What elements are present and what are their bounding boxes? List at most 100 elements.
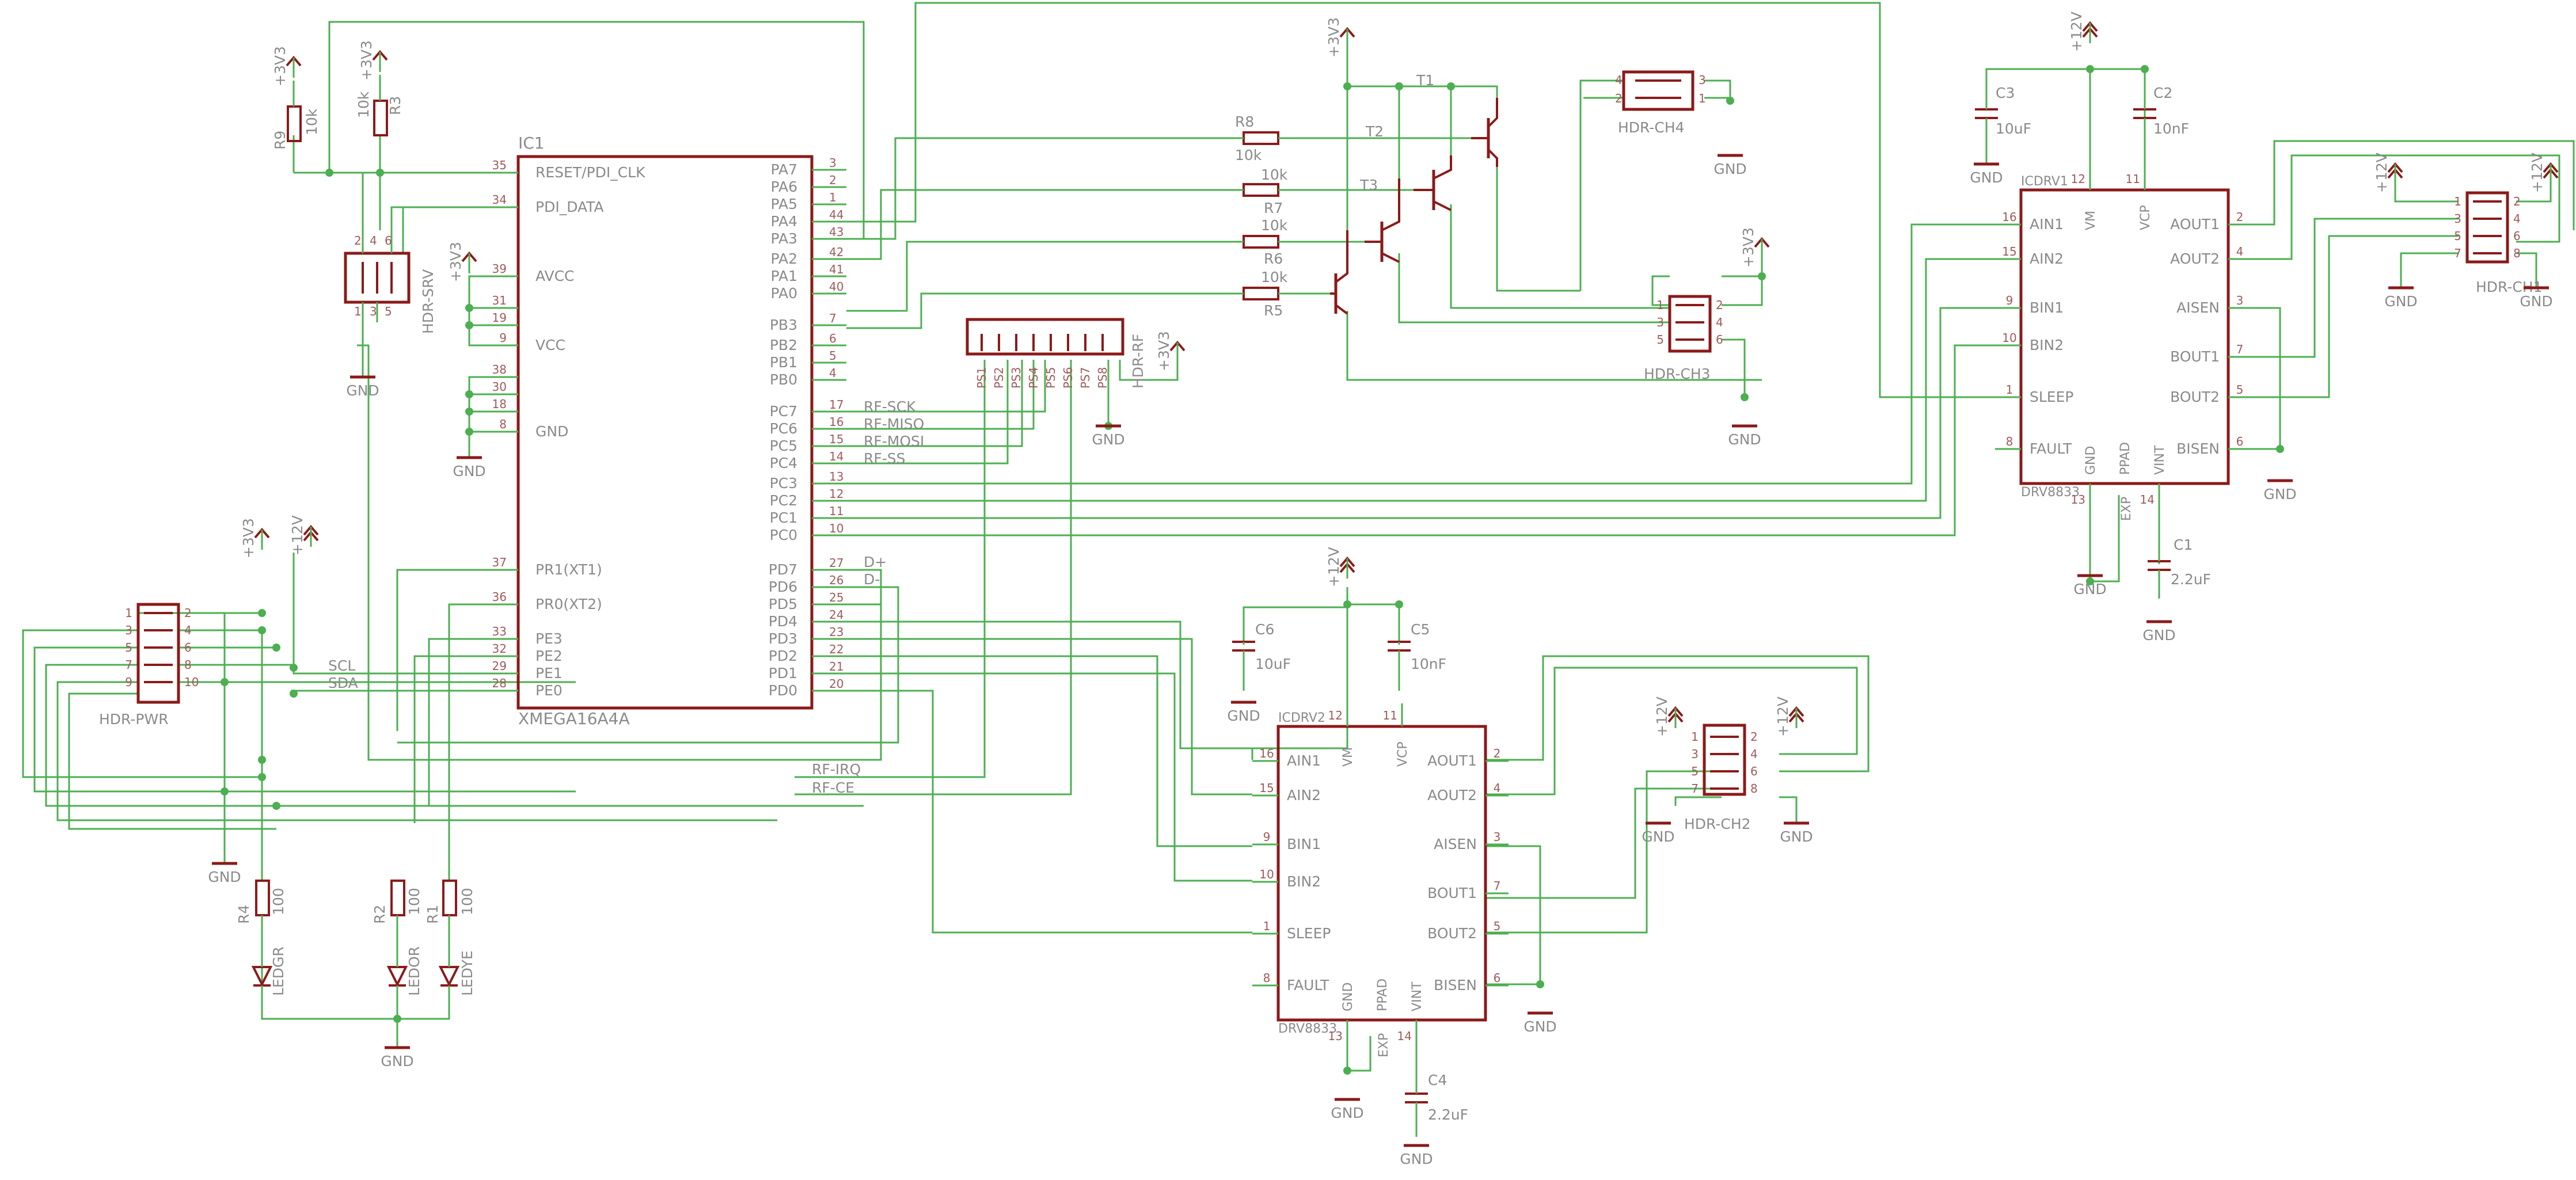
vcc-label: +12V	[2068, 12, 2085, 52]
drv-pin-name: BIN1	[1287, 836, 1321, 852]
vcc-label: +12V	[2529, 153, 2545, 193]
rf-pin-name: PS5	[1044, 367, 1058, 389]
gnd-label: GND	[1227, 707, 1260, 724]
hdr-pin-num: 6	[2513, 229, 2521, 243]
transistor-t2: T2	[1365, 123, 1452, 211]
r2-value: 100	[406, 888, 423, 915]
hdr-pin-num: 9	[125, 675, 132, 689]
drv-exp-label: EXP	[2119, 497, 2134, 521]
ic1-pin-name: PD4	[769, 613, 797, 630]
drv-pin-num: 14	[2140, 493, 2155, 507]
svg-text:4: 4	[370, 234, 377, 248]
vcc-label: +12V	[1325, 547, 1342, 587]
ic1-pin-num: 21	[829, 660, 844, 673]
gnd-label: GND	[208, 869, 241, 885]
vcc-label: +12V	[1775, 696, 1791, 737]
ic1-pin-num: 14	[829, 450, 844, 463]
ic1-pin-name: PC7	[770, 403, 797, 420]
hdr-pin-num: 3	[1656, 315, 1664, 329]
drv-pin-num: 1	[2006, 383, 2013, 397]
ic1-part: XMEGA16A4A	[518, 709, 630, 728]
ic1-pin-name: PA3	[771, 230, 797, 247]
ic1-pin-num: 13	[829, 470, 844, 484]
svg-text:5: 5	[385, 304, 392, 318]
drv1-part: DRV8833	[2021, 485, 2080, 500]
gnd-label: GND	[346, 382, 379, 399]
ic1-pin-num: 1	[829, 191, 837, 204]
ic1-pin-num: 15	[829, 432, 844, 446]
drv2-part: DRV8833	[1278, 1022, 1337, 1036]
drv-pin-name: VM	[1341, 747, 1355, 767]
drv-pin-num: 11	[1383, 709, 1397, 722]
hdr-pin-num: 2	[1750, 730, 1758, 744]
hdr-ch3-label: HDR-CH3	[1644, 366, 1711, 382]
ic1-pin-num: 17	[829, 398, 844, 412]
drv-pin-name: VM	[2084, 211, 2098, 230]
resistors: R9 10k 10k R3 R8 10k 10k R7 10k R6 10k R…	[235, 75, 1288, 947]
net-scl: SCL	[328, 657, 355, 674]
drv-pin-num: 11	[2126, 172, 2140, 186]
hdr-pin-num: 7	[2454, 246, 2461, 260]
r6-value: 10k	[1261, 217, 1288, 234]
ic1-pin-num: 7	[829, 311, 837, 325]
net-d-minus: D-	[864, 571, 880, 588]
drv-pin-num: 10	[2002, 331, 2016, 345]
ic1-pin-name: PE3	[535, 630, 563, 647]
drv-pin-num: 2	[2236, 210, 2244, 224]
ic1-pin-name: PA2	[771, 250, 797, 267]
gnd-label: GND	[381, 1053, 413, 1069]
drv-pin-name: BOUT1	[2170, 348, 2220, 365]
ic1-pin-name: PB0	[770, 371, 797, 388]
drv-pin-name: AIN2	[2030, 250, 2064, 267]
ic1-pin-name: PC2	[770, 492, 797, 509]
ic1-pin-num: 25	[829, 591, 844, 604]
ic1-pin-name: PC5	[770, 437, 797, 454]
drv-pin-name: BOUT2	[1427, 925, 1477, 942]
ic1-pin-num: 40	[829, 280, 844, 294]
net-rf-irq: RF-IRQ	[812, 761, 861, 778]
ic1-pin-name: PD2	[769, 648, 797, 664]
hdr-pin-num: 6	[1716, 333, 1723, 347]
drv-pin-name: GND	[2084, 446, 2098, 475]
gnd-label: GND	[1780, 828, 1813, 845]
ic1-pin-name: PE2	[535, 648, 563, 664]
rf-pin-name: PS3	[1009, 367, 1023, 389]
ic1-pin-num: 19	[492, 311, 507, 325]
svg-text:6: 6	[385, 234, 392, 248]
ic1-pin-name: PC0	[770, 527, 797, 543]
r2-ref: R2	[371, 905, 388, 924]
ic1-pin-name: PA4	[771, 213, 797, 230]
drv-pin-name: BISEN	[1434, 977, 1477, 994]
vcc-label: +3V3	[1156, 331, 1172, 371]
drv-pin-name: SLEEP	[2030, 389, 2073, 405]
drv-pin-name: BIN2	[1287, 873, 1321, 890]
ic1-pin-name: PR1(XT1)	[535, 561, 602, 578]
drv-pin-num: 14	[1397, 1029, 1412, 1043]
hdr-pwr-label: HDR-PWR	[99, 711, 169, 728]
hdr-pin-num: 6	[184, 641, 192, 654]
r6-ref: R6	[1264, 250, 1283, 267]
drv-exp-label: EXP	[1377, 1033, 1391, 1057]
ic1-pin-name: PB2	[770, 337, 797, 353]
hdr-ch4-label: HDR-CH4	[1618, 119, 1685, 136]
hdr-pin-num: 2	[184, 606, 192, 620]
r3-value: 10k	[355, 91, 372, 118]
gnd-label: GND	[2384, 293, 2417, 310]
drv-pin-num: 15	[1259, 781, 1274, 795]
rf-pin-name: PS6	[1061, 367, 1075, 389]
c1-value: 2.2uF	[2171, 571, 2211, 588]
ic1-pin-num: 22	[829, 642, 844, 656]
ic1-pin-num: 36	[492, 590, 507, 604]
ic1-pin-num: 35	[492, 158, 507, 172]
drv1-ref: ICDRV1	[2021, 174, 2068, 189]
ic1-pin-num: 37	[492, 555, 507, 569]
vcc-label: +12V	[1654, 696, 1670, 737]
led-ye-label: LEDYE	[459, 950, 476, 996]
rf-pin-name: PS2	[992, 367, 1006, 389]
